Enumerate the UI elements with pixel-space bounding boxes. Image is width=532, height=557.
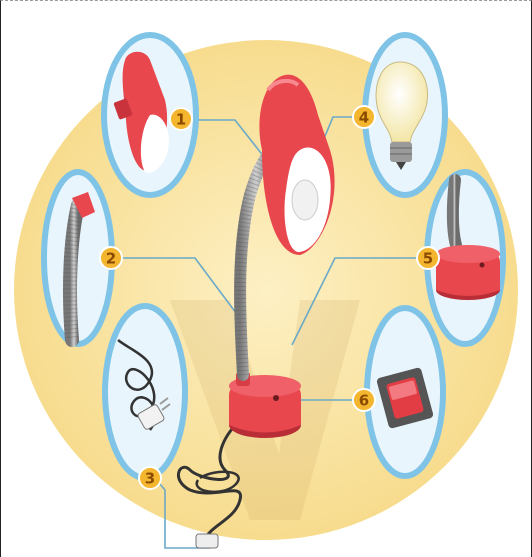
callout-4-bulb [365,35,445,195]
main-plug [196,534,218,548]
badge-3: 3 [139,467,161,489]
badge-1-label: 1 [176,111,186,129]
badge-6-label: 6 [359,392,369,410]
badge-4-label: 4 [359,109,369,127]
badge-2: 2 [100,247,122,269]
callout-6-switch [367,308,443,476]
badge-2-label: 2 [106,250,116,268]
badge-5-label: 5 [423,250,433,268]
badge-5: 5 [417,247,439,269]
callout-3-cord [105,306,185,478]
badge-3-label: 3 [145,470,155,488]
badge-4: 4 [353,106,375,128]
badge-1: 1 [170,108,192,130]
badge-6: 6 [353,389,375,411]
